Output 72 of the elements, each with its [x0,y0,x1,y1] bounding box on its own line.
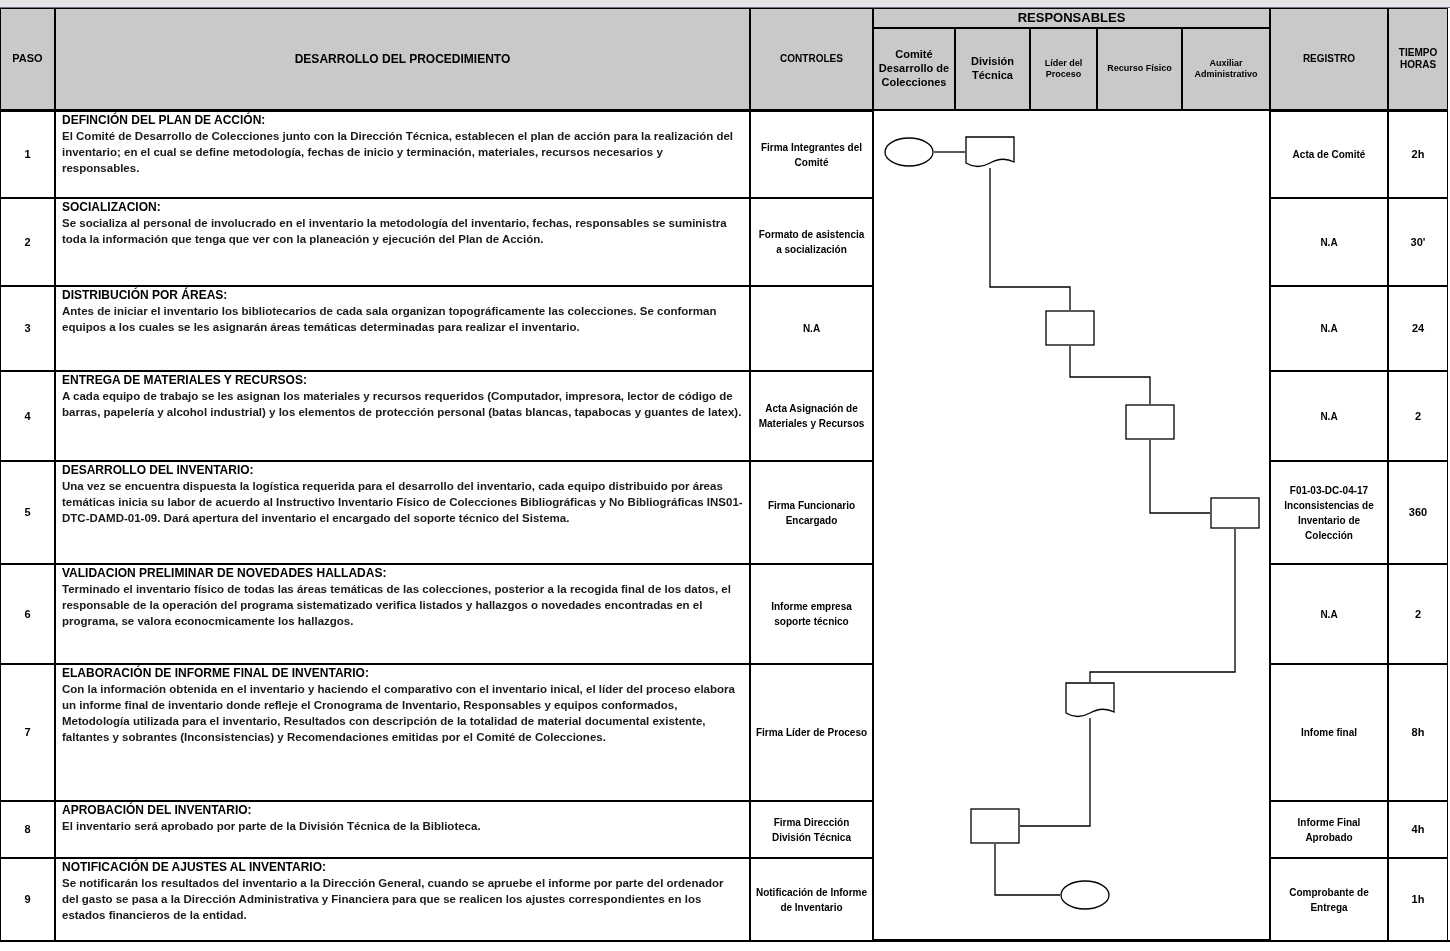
step-number: 2 [24,234,31,250]
column-header: DESARROLLO DEL PROCEDIMIENTO [55,8,750,110]
column-header: REGISTRO [1270,8,1388,110]
control-text: Informe empresa soporte técnico [770,600,853,629]
record-text: N.A [1320,322,1338,336]
step-description: A cada equipo de trabajo se les asignan los materiales y recursos requeridos (Computador, impresora, lector de código de barras, papelería y alcohol industrial) y los elementos de protección personal (batas blancas, tapabocas y guantes de latex). [62,389,743,420]
connector-line [1089,528,1236,683]
record-text: N.A [1320,607,1338,622]
step-number: 4 [24,408,31,424]
step-number: 3 [24,321,31,337]
time-value: 2 [1414,606,1422,622]
step-title: VALIDACION PRELIMINAR DE NOVEDADES HALLADAS: [62,566,388,581]
connector-line [1069,345,1151,405]
column-header: RESPONSABLES [873,8,1270,28]
time-value: 8h [1411,725,1425,741]
control-text: Formato de asistencia a socialización [757,228,866,257]
control-text: Acta Asignación de Materiales y Recursos [757,402,866,431]
step-number: 1 [24,147,31,163]
step-number: 9 [24,892,31,908]
column-header: Comité Desarrollo de Colecciones [873,28,955,110]
record-text: Informe Final Aprobado [1296,815,1362,845]
step-title: NOTIFICACIÓN DE AJUSTES AL INVENTARIO: [62,860,327,875]
step-title: APROBACIÓN DEL INVENTARIO: [62,803,253,818]
control-text: Firma Líder de Proceso [755,726,868,740]
time-value: 360 [1408,505,1428,521]
step-number: 5 [24,505,31,521]
connector-line [1019,717,1091,827]
step-description: Una vez se encuentra dispuesta la logística requerida para el desarrollo del inventario, cada equipo distribuido por áreas temáticas inicia su labor de acuerdo al Instructivo Inventario Físico de Colecciones Bibliográficas y No Bibliográficas INS01-DTC-DAMD-01-09. Dará apertura del inventario el encargado del soporte técnico del Sistema. [62,479,743,526]
step-description: Se notificarán los resultados del inventario a la Dirección General, cuando se apruebe el informe por parte del ordenador del gasto se pasa a la Dirección Administrativa y Financiera para que se realicen los ajustes correspondientes en los estados financieros de la entidad. [62,876,725,923]
time-value: 4h [1411,822,1425,838]
step-title: DISTRIBUCIÓN POR ÁREAS: [62,288,229,303]
control-text: Notificación de Informe de Inventario [755,885,868,915]
step-title: ELABORACIÓN DE INFORME FINAL DE INVENTARIO: [62,666,370,681]
time-value: 1h [1411,892,1425,908]
column-header: TIEMPO HORAS [1388,8,1448,110]
control-text: Firma Funcionario Encargado [766,498,857,528]
record-text: Comprobante de Entrega [1288,885,1370,915]
column-header: Líder del Proceso [1030,28,1097,110]
step-description: Antes de iniciar el inventario los bibliotecarios de cada sala organizan topográficamente las colecciones. Se conforman equipos a los cuales se les asignarán áreas temáticas determinadas para realizar el inventario. [62,304,718,335]
record-text: Infome final [1300,726,1358,740]
record-text: Acta de Comité [1292,148,1366,162]
step-description: Con la información obtenida en el inventario y haciendo el comparativo con el inventario inical, el líder del proceso elabora un informe final de inventario donde refleje el Cronograma de Inventario, Responsables y equipos conformados, Metodología utilizada para el inventario, Resultados con descripción de la totalidad de material documental existente, faltantes y sobrantes (Inconsistencias) y Recomendaciones emitidas por el Comité de Colecciones. [62,682,736,745]
step-description: Terminado el inventario físico de todas las áreas temáticas de las colecciones, posterior a la recogida final de los datos, el responsable de la operación del programa sistematizado verifica listados y hallazgos o novedades encontradas en el programa, se valora econocmicamente los hallazgos. [62,582,732,629]
step-description: Se socializa al personal de involucrado en el inventario la metodología del inventario, fechas, responsables se suministra toda la información que tenga que ver con la planeación y ejecución del Plan de Acción. [62,216,728,247]
step-number: 8 [24,822,31,838]
record-text: N.A [1320,409,1338,424]
step-title: SOCIALIZACION: [62,200,162,215]
record-text: N.A [1320,235,1338,250]
connector-line [989,167,1071,311]
step-title: DEFINCIÓN DEL PLAN DE ACCIÓN: [62,113,267,128]
column-header: División Técnica [955,28,1030,110]
step-title: ENTREGA DE MATERIALES Y RECURSOS: [62,373,308,388]
column-header: CONTROLES [750,8,873,110]
time-value: 2 [1414,408,1422,424]
step-number: 6 [24,606,31,622]
time-value: 24 [1411,321,1425,337]
column-header: Recurso Físico [1097,28,1182,110]
step-number: 7 [24,725,31,741]
step-description: El inventario será aprobado por parte de la División Técnica de la Biblioteca. [62,819,482,834]
column-header: PASO [0,8,55,110]
step-title: DESARROLLO DEL INVENTARIO: [62,463,255,478]
connector-line [1149,439,1211,514]
connector-line [933,151,966,153]
column-header: Auxiliar Administrativo [1182,28,1270,110]
record-text: F01-03-DC-04-17 Inconsistencias de Inventario de Colección [1283,483,1375,543]
control-text: Firma Integrantes del Comité [759,140,864,170]
control-text: N.A [802,322,821,336]
step-description: El Comité de Desarrollo de Colecciones junto con la Dirección Técnica, establecen el plan de acción para la realización del inventario; en el cual se define metodología, fechas de inicio y terminación, materiales, recursos necesarios y responsables. [62,129,735,176]
time-value: 2h [1411,147,1425,163]
control-text: Firma Dirección División Técnica [771,815,852,845]
connector-line [994,843,1061,896]
time-value: 30' [1410,234,1426,250]
